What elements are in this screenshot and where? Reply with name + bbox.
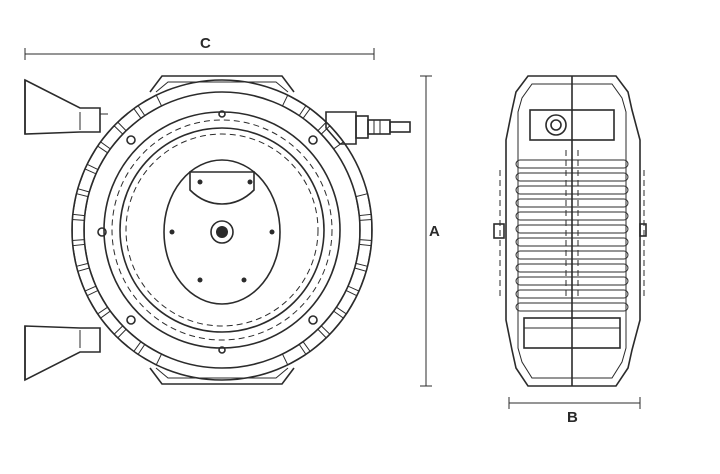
side-axle-stub <box>493 223 505 239</box>
dimension-c: C <box>24 35 375 60</box>
housing-rib <box>71 218 85 242</box>
housing-rib <box>320 310 345 335</box>
housing-rib <box>302 107 327 132</box>
housing-rib <box>77 168 97 193</box>
housing-rib <box>302 328 327 353</box>
housing-rib <box>99 310 124 335</box>
bolt <box>218 110 226 118</box>
housing-rib <box>99 125 124 150</box>
housing-rib <box>77 267 97 292</box>
dimension-b: B <box>508 397 641 426</box>
housing-rib <box>281 343 307 366</box>
housing-rib <box>355 193 372 217</box>
screw <box>247 179 253 185</box>
bolt <box>308 315 318 325</box>
housing-rib <box>359 218 373 242</box>
dimension-a: A <box>420 75 440 387</box>
screw <box>197 179 203 185</box>
housing-rib <box>347 267 367 292</box>
side-housing <box>505 75 641 387</box>
hub-centre <box>216 226 228 238</box>
housing-rib <box>86 145 109 171</box>
housing-rib <box>86 289 109 315</box>
housing-rib <box>335 289 358 315</box>
housing-rib <box>281 94 307 117</box>
housing-rib <box>355 243 372 267</box>
screw <box>169 229 175 235</box>
bolt <box>126 315 136 325</box>
housing-rib <box>117 328 142 353</box>
drum-outer <box>103 111 341 349</box>
housing-rib <box>137 94 163 117</box>
bolt <box>126 135 136 145</box>
mounting-bracket-top <box>24 78 108 135</box>
front-view <box>24 75 411 385</box>
dimension-a-label: A <box>429 223 440 240</box>
side-base-block <box>523 317 621 349</box>
hose-inlet-fitting <box>325 111 411 145</box>
mounting-bracket-bottom <box>24 325 101 382</box>
housing-rib <box>320 125 345 150</box>
housing-top-cap <box>149 75 295 93</box>
screw <box>269 229 275 235</box>
bolt <box>218 346 226 354</box>
side-view <box>493 75 647 387</box>
dimension-c-label: C <box>200 35 211 52</box>
housing-bottom-cap <box>149 367 295 385</box>
housing-rib <box>137 343 163 366</box>
housing-rib <box>72 243 89 267</box>
spring-cover-plate <box>163 159 281 305</box>
housing-rib <box>72 193 89 217</box>
bolt <box>308 135 318 145</box>
screw <box>241 277 247 283</box>
hub-outer <box>210 220 234 244</box>
bolt <box>97 227 107 237</box>
housing-rib <box>117 107 142 132</box>
screw <box>197 277 203 283</box>
dimension-b-label: B <box>567 409 578 426</box>
